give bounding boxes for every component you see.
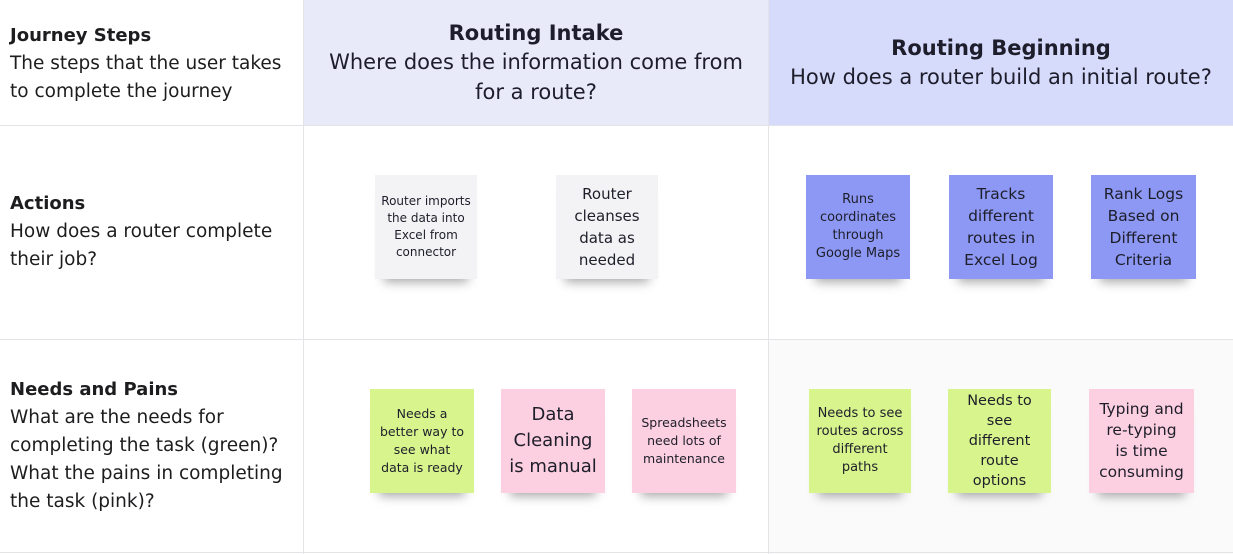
grid-divider [0,552,1233,553]
sticky-note[interactable]: Tracks different routes in Excel Log [949,175,1053,279]
row-title: Journey Steps [10,25,152,46]
grid-divider [303,0,304,554]
sticky-note[interactable]: Rank Logs Based on Different Criteria [1091,175,1196,279]
column-title: Routing Intake [448,20,624,45]
sticky-note[interactable]: Data Cleaning is manual [501,389,605,493]
column-title: Routing Beginning [891,35,1111,60]
sticky-note-text: Data Cleaning is manual [509,404,597,477]
sticky-note-text: Spreadsheets need lots of maintenance [641,415,727,466]
sticky-note[interactable]: Typing and re-typing is time consuming [1089,389,1194,493]
sticky-note-text: Needs to see different route options [967,393,1032,489]
sticky-note[interactable]: Needs to see different route options [948,389,1051,493]
grid-divider [0,125,1233,126]
column-question: How does a router build an initial route… [790,64,1212,89]
grid-divider [0,339,1233,340]
row-label-actions: Actions How does a router complete their… [10,190,295,274]
row-label-journey-steps: Journey Steps The steps that the user ta… [10,22,295,106]
sticky-note-text: Rank Logs Based on Different Criteria [1103,185,1184,269]
row-description: The steps that the user takes to complet… [10,53,282,102]
column-header-routing-beginning: Routing Beginning How does a router buil… [769,0,1233,125]
sticky-note[interactable]: Router imports the data into Excel from … [375,175,477,279]
sticky-note[interactable]: Needs to see routes across different pat… [809,389,911,493]
sticky-note-text: Needs a better way to see what data is r… [379,406,465,475]
sticky-note-text: Needs to see routes across different pat… [816,406,904,475]
column-question: Where does the information come from for… [329,49,743,104]
sticky-note-text: Runs coordinates through Google Maps [815,192,901,261]
row-description: How does a router complete their job? [10,221,273,270]
grid-divider [768,0,769,554]
sticky-note-text: Typing and re-typing is time consuming [1099,400,1184,481]
column-header-routing-intake: Routing Intake Where does the informatio… [304,0,768,125]
row-title: Needs and Pains [10,379,179,400]
sticky-note[interactable]: Runs coordinates through Google Maps [806,175,910,279]
sticky-note-text: Router imports the data into Excel from … [381,194,471,259]
sticky-note-text: Router cleanses data as needed [574,185,640,269]
sticky-note[interactable]: Needs a better way to see what data is r… [370,389,474,493]
sticky-note[interactable]: Spreadsheets need lots of maintenance [632,389,736,493]
sticky-note[interactable]: Router cleanses data as needed [556,175,658,279]
row-title: Actions [10,193,86,214]
sticky-note-text: Tracks different routes in Excel Log [964,185,1038,269]
row-description: What are the needs for completing the ta… [10,407,283,512]
row-label-needs-and-pains: Needs and Pains What are the needs for c… [10,376,295,516]
